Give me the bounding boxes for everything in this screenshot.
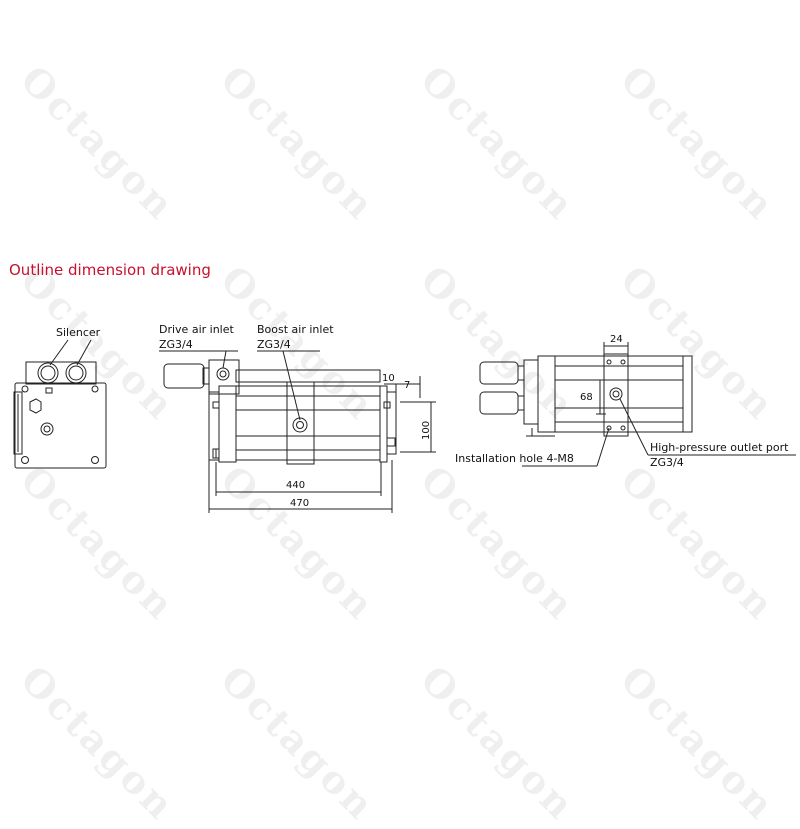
dimension-470: 470	[290, 498, 309, 509]
silencer-top	[479, 361, 519, 385]
dimension-24: 24	[610, 334, 623, 345]
top-tie-rod	[235, 369, 381, 383]
silencer-bottom	[479, 391, 519, 415]
installation-hole	[620, 425, 626, 431]
bolt	[91, 456, 99, 464]
silencer-label: Silencer	[56, 326, 101, 339]
hex-nut	[29, 398, 42, 414]
dimension-100: 100	[421, 421, 432, 440]
boost-air-inlet-label: Boost air inlet	[257, 323, 334, 336]
port-circle	[40, 422, 54, 436]
end-view	[13, 339, 107, 469]
bolt	[91, 385, 99, 393]
cylinder-body	[235, 385, 381, 461]
drive-head	[25, 361, 97, 385]
silencer-left	[37, 362, 59, 384]
outlet-block	[603, 353, 629, 437]
side-view	[159, 350, 436, 513]
end-plate	[14, 382, 107, 469]
installation-hole	[606, 425, 612, 431]
high-pressure-outlet-thread: ZG3/4	[650, 456, 684, 469]
drive-air-inlet-label: Drive air inlet	[159, 323, 234, 336]
left-cap-top-view	[523, 359, 539, 425]
high-pressure-outlet-port	[609, 387, 623, 401]
outline-drawing: Silencer Drive air inlet ZG3/4 Boost air…	[13, 323, 796, 513]
silencer-right	[65, 362, 87, 384]
bolt	[21, 456, 29, 464]
top-view	[479, 342, 796, 467]
installation-hole	[620, 359, 626, 365]
right-end-cap	[379, 385, 388, 463]
left-end-block	[537, 355, 556, 433]
page-title: Outline dimension drawing	[9, 261, 211, 279]
dimension-68: 68	[580, 392, 593, 403]
right-end-block	[682, 355, 693, 433]
bolt	[21, 385, 29, 393]
boost-air-inlet-thread: ZG3/4	[257, 338, 291, 351]
installation-hole	[606, 359, 612, 365]
dimension-7: 7	[404, 380, 410, 391]
center-block	[286, 381, 315, 465]
installation-hole-label: Installation hole 4-M8	[455, 452, 574, 465]
boost-inlet-port	[292, 417, 308, 433]
silencer-body	[163, 363, 205, 389]
dimension-440: 440	[286, 480, 305, 491]
dimension-10: 10	[382, 373, 395, 384]
high-pressure-outlet-label: High-pressure outlet port	[650, 441, 789, 454]
left-end-cap	[218, 385, 237, 463]
drive-inlet-port	[216, 367, 230, 381]
drive-air-inlet-thread: ZG3/4	[159, 338, 193, 351]
